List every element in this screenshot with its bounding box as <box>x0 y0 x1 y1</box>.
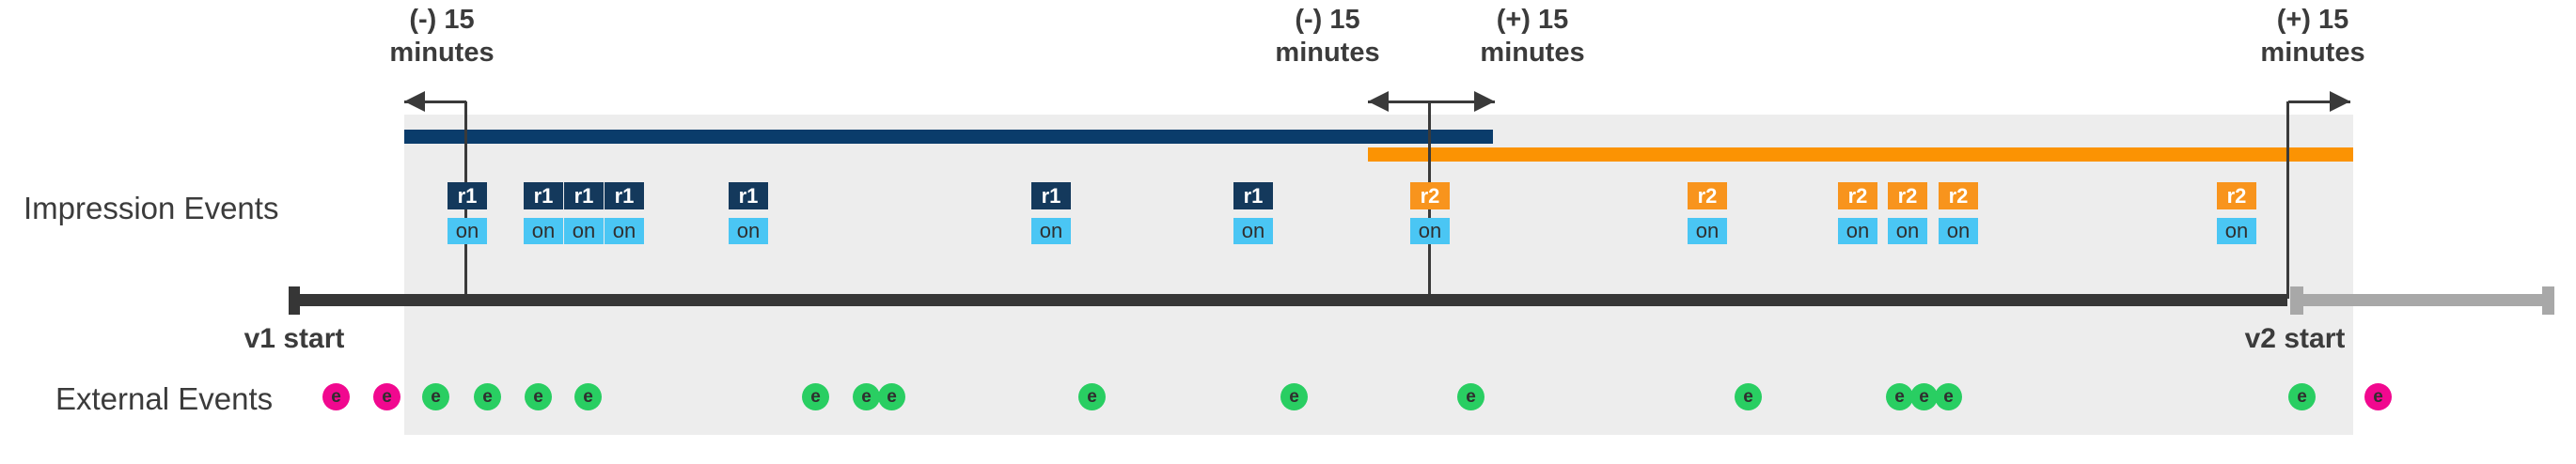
revision-tag: r2 <box>1688 182 1727 209</box>
pink-external-event-dot: e <box>2364 383 2392 410</box>
green-external-event-dot: e <box>474 383 501 410</box>
offset-minutes-line1: (+) 15 <box>1496 5 1569 35</box>
revision-tag: r2 <box>1838 182 1877 209</box>
on-state-tag: on <box>564 218 604 244</box>
on-state-tag: on <box>1410 218 1450 244</box>
on-state-tag: on <box>448 218 487 244</box>
green-external-event-dot: e <box>1735 383 1762 410</box>
marker-vline <box>2286 101 2289 299</box>
revision-tag: r2 <box>1939 182 1978 209</box>
offset-minutes-line1: (+) 15 <box>2276 5 2349 35</box>
revision-tag: r1 <box>524 182 563 209</box>
on-state-tag: on <box>729 218 768 244</box>
impression-events-row-label: Impression Events <box>24 191 279 225</box>
v1-start-label: v1 start <box>243 323 345 354</box>
v2-timeline-segment <box>2290 294 2554 306</box>
on-state-tag: on <box>524 218 563 244</box>
green-external-event-dot: e <box>1078 383 1106 410</box>
revision-tag: r2 <box>1888 182 1927 209</box>
experiment-window-panel <box>404 115 2353 435</box>
arrowhead-left-icon <box>404 91 425 112</box>
revision-tag: r1 <box>729 182 768 209</box>
offset-arrow-line <box>404 101 466 103</box>
offset-minutes-line1: (-) 15 <box>1295 5 1360 35</box>
revision-tag: r1 <box>605 182 644 209</box>
arrowhead-right-icon <box>1474 91 1495 112</box>
revision-tag: r1 <box>564 182 604 209</box>
offset-minutes-label: (+) 15 minutes <box>2191 4 2435 70</box>
green-external-event-dot: e <box>2288 383 2316 410</box>
on-state-tag: on <box>1031 218 1071 244</box>
green-external-event-dot: e <box>1935 383 1962 410</box>
on-state-tag: on <box>605 218 644 244</box>
green-external-event-dot: e <box>574 383 602 410</box>
on-state-tag: on <box>1688 218 1727 244</box>
revision-tag: r2 <box>1410 182 1450 209</box>
v2-end-cap <box>2542 286 2554 315</box>
offset-arrow-line <box>1368 101 1495 103</box>
green-external-event-dot: e <box>422 383 449 410</box>
on-state-tag: on <box>1838 218 1877 244</box>
arrowhead-left-icon <box>1368 91 1389 112</box>
offset-minutes-line2: minutes <box>389 38 495 68</box>
green-external-event-dot: e <box>1457 383 1484 410</box>
green-external-event-dot: e <box>1886 383 1913 410</box>
offset-minutes-line2: minutes <box>2260 38 2365 68</box>
offset-minutes-label: (-) 15 minutes <box>1205 4 1450 70</box>
on-state-tag: on <box>1939 218 1978 244</box>
green-external-event-dot: e <box>1910 383 1938 410</box>
green-external-event-dot: e <box>802 383 829 410</box>
revision-tag: r1 <box>448 182 487 209</box>
pink-external-event-dot: e <box>373 383 401 410</box>
r2-period-bar <box>1368 147 2353 162</box>
revision-tag: r1 <box>1031 182 1071 209</box>
green-external-event-dot: e <box>878 383 905 410</box>
offset-minutes-line2: minutes <box>1275 38 1380 68</box>
offset-minutes-label: (+) 15 minutes <box>1410 4 1655 70</box>
offset-minutes-label: (-) 15 minutes <box>320 4 564 70</box>
green-external-event-dot: e <box>853 383 880 410</box>
on-state-tag: on <box>1888 218 1927 244</box>
external-events-row-label: External Events <box>55 381 274 416</box>
revision-tag: r2 <box>2217 182 2256 209</box>
offset-minutes-line1: (-) 15 <box>409 5 475 35</box>
revision-tag: r1 <box>1233 182 1273 209</box>
green-external-event-dot: e <box>525 383 552 410</box>
r1-period-bar <box>404 130 1493 144</box>
v2-start-label: v2 start <box>2244 323 2346 354</box>
offset-minutes-line2: minutes <box>1480 38 1585 68</box>
arrowhead-right-icon <box>2330 91 2350 112</box>
on-state-tag: on <box>2217 218 2256 244</box>
offset-arrow-line <box>2288 101 2350 103</box>
green-external-event-dot: e <box>1280 383 1308 410</box>
on-state-tag: on <box>1233 218 1273 244</box>
v1-timeline-segment <box>289 294 2287 306</box>
pink-external-event-dot: e <box>322 383 350 410</box>
